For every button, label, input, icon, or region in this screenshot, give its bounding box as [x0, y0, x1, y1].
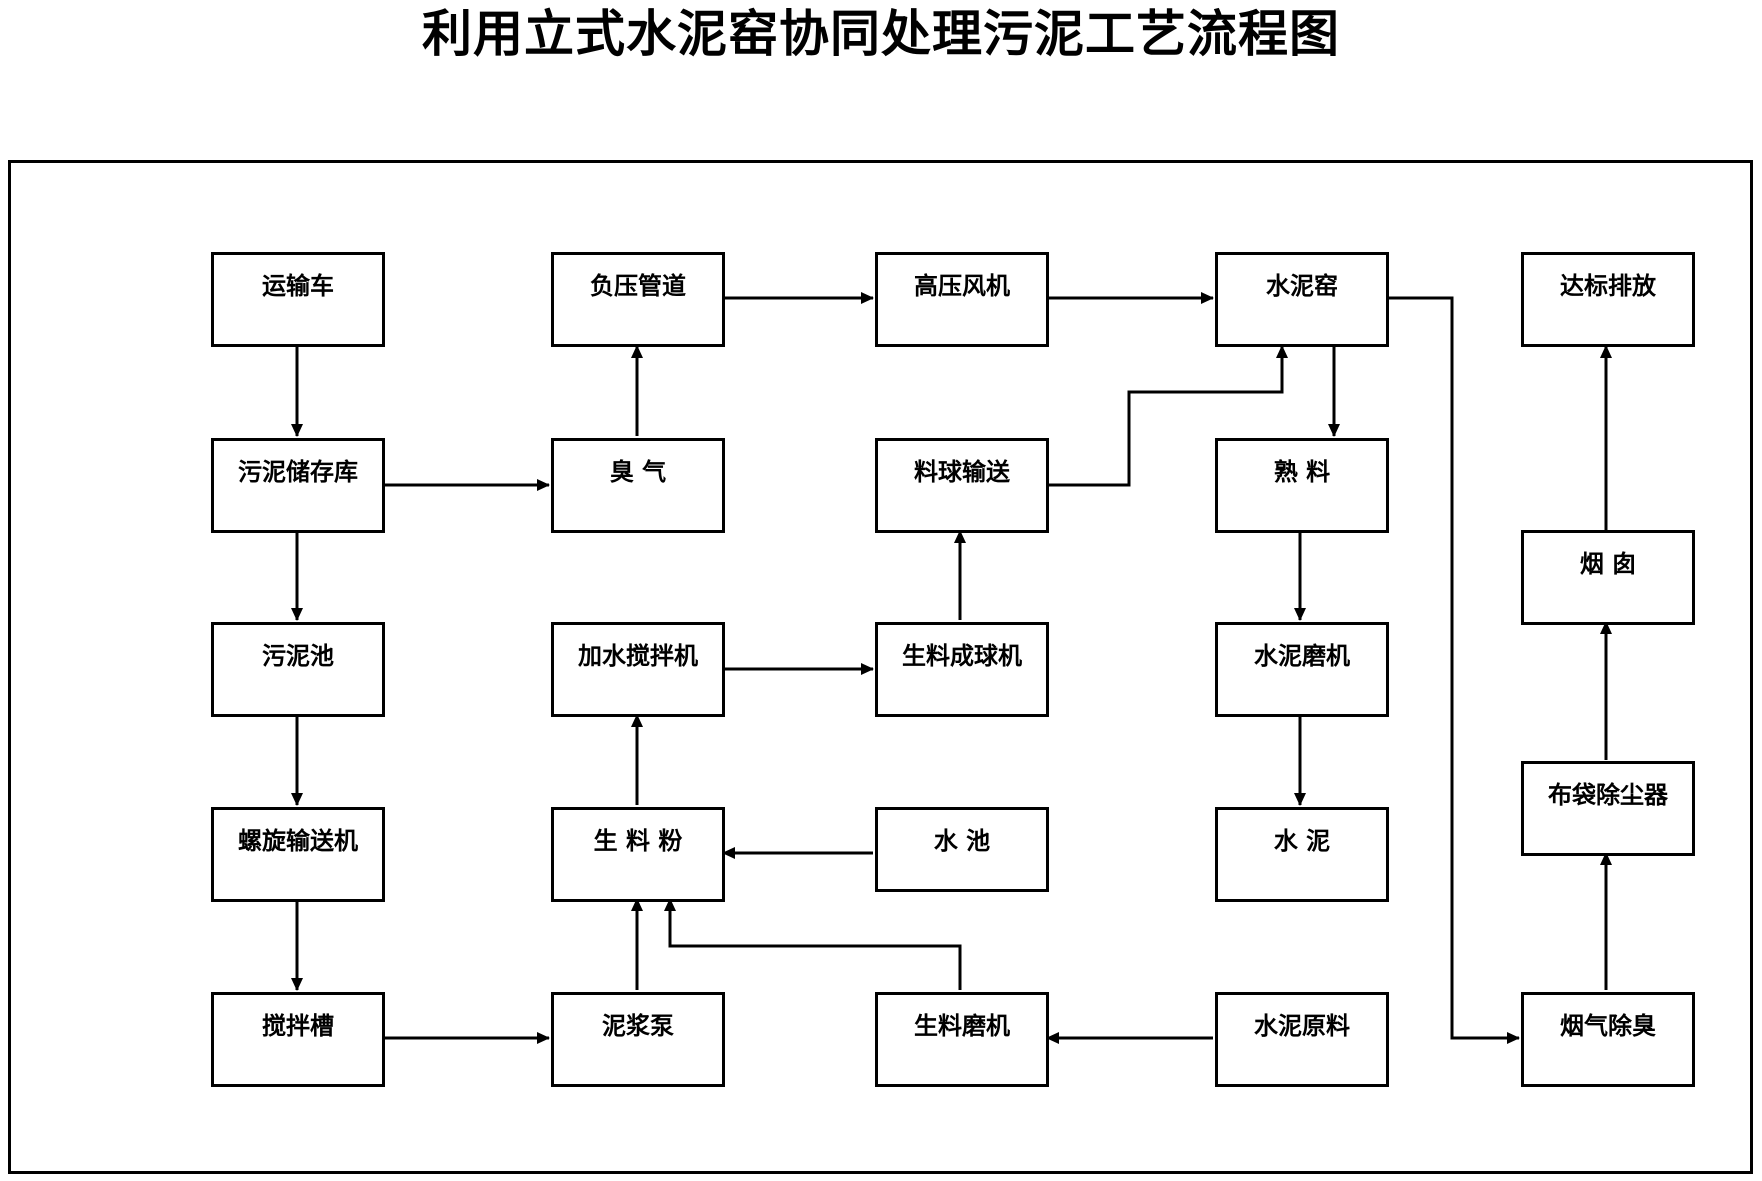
node-screw-conveyor: 螺旋输送机: [211, 807, 385, 902]
node-label: 水 泥: [1273, 826, 1331, 855]
diagram-title: 利用立式水泥窑协同处理污泥工艺流程图: [422, 5, 1340, 63]
node-label: 生料成球机: [902, 641, 1022, 670]
node-label: 搅拌槽: [262, 1011, 334, 1040]
edge-raw-meal-mill-to-raw-meal-powder: [664, 898, 962, 990]
node-label: 水 池: [933, 826, 991, 855]
node-label: 负压管道: [590, 271, 686, 300]
node-cement-raw-material: 水泥原料: [1215, 992, 1389, 1087]
node-label: 水泥磨机: [1254, 641, 1350, 670]
node-cement-kiln: 水泥窑: [1215, 252, 1389, 347]
node-water-pool: 水 池: [875, 807, 1049, 892]
node-bag-filter: 布袋除尘器: [1521, 761, 1695, 856]
node-raw-meal-powder: 生 料 粉: [551, 807, 725, 902]
edge-cement-kiln-to-flue-gas-deodorization: [1386, 296, 1520, 1044]
node-sludge-storage: 污泥储存库: [211, 438, 385, 533]
node-slurry-pump: 泥浆泵: [551, 992, 725, 1087]
edge-pellet-conveying-to-cement-kiln: [1047, 345, 1288, 487]
node-label: 加水搅拌机: [578, 641, 698, 670]
node-clinker: 熟 料: [1215, 438, 1389, 533]
node-label: 高压风机: [914, 271, 1010, 300]
node-cement: 水 泥: [1215, 807, 1389, 902]
node-high-pressure-fan: 高压风机: [875, 252, 1049, 347]
node-cement-mill: 水泥磨机: [1215, 622, 1389, 717]
node-raw-meal-mill: 生料磨机: [875, 992, 1049, 1087]
node-label: 烟气除臭: [1560, 1011, 1656, 1040]
node-label: 布袋除尘器: [1548, 780, 1668, 809]
node-flue-gas-deodorization: 烟气除臭: [1521, 992, 1695, 1087]
node-odor-gas: 臭 气: [551, 438, 725, 533]
node-label: 污泥池: [262, 641, 334, 670]
node-negative-pressure-duct: 负压管道: [551, 252, 725, 347]
node-label: 运输车: [262, 271, 334, 300]
node-mixing-tank: 搅拌槽: [211, 992, 385, 1087]
node-label: 臭 气: [609, 457, 667, 486]
node-label: 污泥储存库: [238, 457, 358, 486]
node-label: 生 料 粉: [593, 826, 683, 855]
node-chimney: 烟 囱: [1521, 530, 1695, 625]
node-label: 螺旋输送机: [238, 826, 358, 855]
node-label: 水泥原料: [1254, 1011, 1350, 1040]
node-label: 熟 料: [1273, 457, 1331, 486]
node-compliant-discharge: 达标排放: [1521, 252, 1695, 347]
node-label: 料球输送: [914, 457, 1010, 486]
node-label: 烟 囱: [1579, 549, 1637, 578]
node-transport-truck: 运输车: [211, 252, 385, 347]
diagram-frame: [8, 160, 1753, 1174]
node-sludge-pool: 污泥池: [211, 622, 385, 717]
node-label: 达标排放: [1560, 271, 1656, 300]
node-label: 泥浆泵: [602, 1011, 674, 1040]
node-label: 生料磨机: [914, 1011, 1010, 1040]
node-water-mixer: 加水搅拌机: [551, 622, 725, 717]
node-raw-meal-pelletizer: 生料成球机: [875, 622, 1049, 717]
node-label: 水泥窑: [1266, 271, 1338, 300]
node-pellet-conveying: 料球输送: [875, 438, 1049, 533]
